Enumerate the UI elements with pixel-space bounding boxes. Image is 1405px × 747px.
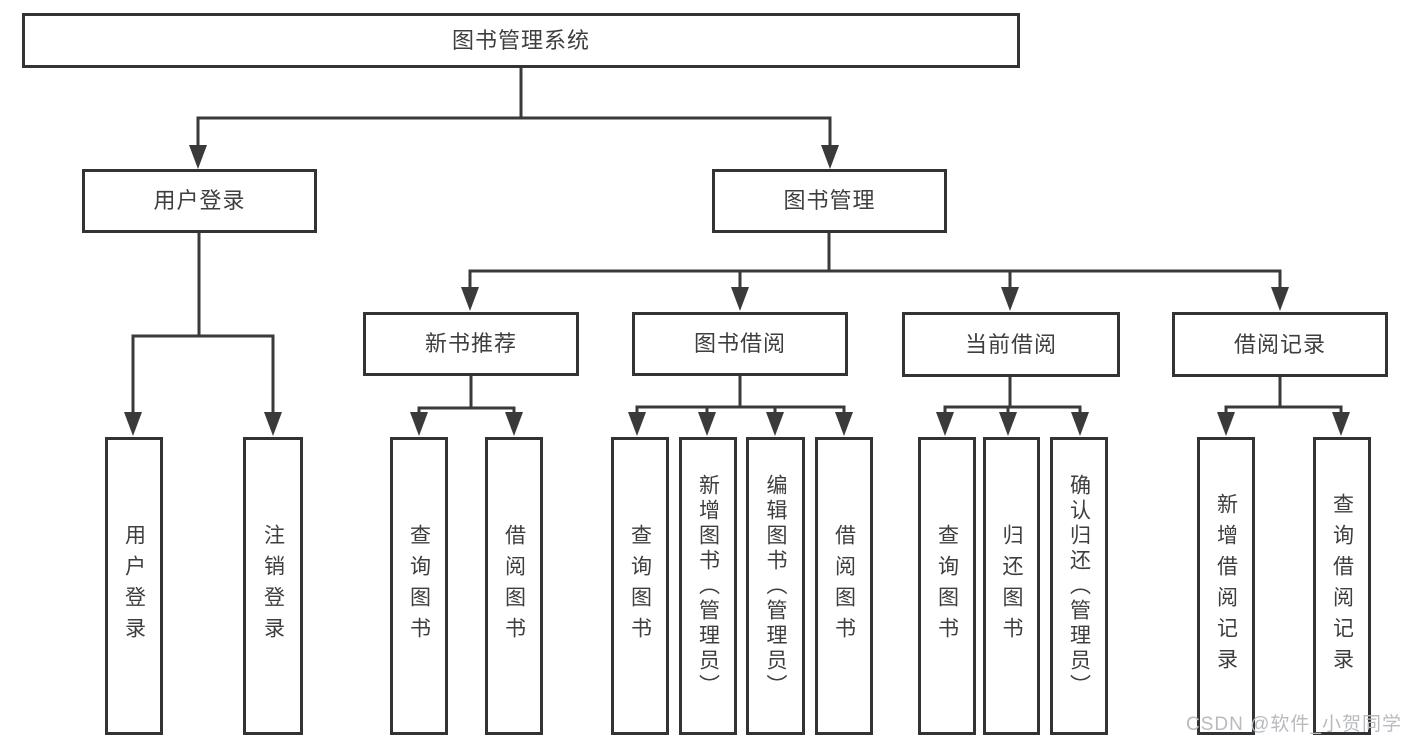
connector-3-arrowhead-0 (410, 412, 428, 436)
connector-4-arrowhead-1 (698, 412, 716, 436)
node-book-mgmt: 图书管理 (712, 169, 947, 233)
connector-1-arrowhead-0 (124, 412, 142, 436)
node-book-borrow: 图书借阅 (632, 312, 848, 376)
node-borrow-records-label: 借阅记录 (1233, 331, 1326, 357)
node-user-login-leaf: 用户登录 (105, 437, 163, 735)
node-root: 图书管理系统 (22, 13, 1020, 68)
node-query-books-current-label: 查询图书 (935, 524, 959, 648)
node-query-books-rec: 查询图书 (390, 437, 448, 735)
node-borrow-books-borrow: 借阅图书 (815, 437, 873, 735)
node-confirm-return-admin: 确认归还（管理员） (1050, 437, 1108, 735)
connector-2-arrowhead-1 (731, 287, 749, 311)
connector-6-arrowhead-0 (1217, 412, 1235, 436)
node-query-borrow-record-label: 查询借阅记录 (1330, 493, 1354, 679)
node-add-borrow-record: 新增借阅记录 (1197, 437, 1255, 735)
node-borrow-books-rec-label: 借阅图书 (502, 524, 526, 648)
node-borrow-records: 借阅记录 (1172, 312, 1388, 377)
node-query-books-borrow-label: 查询图书 (628, 524, 652, 648)
node-query-books-borrow: 查询图书 (611, 437, 669, 735)
node-query-books-rec-label: 查询图书 (407, 524, 431, 648)
node-borrow-books-rec: 借阅图书 (485, 437, 543, 735)
connector-2-arrowhead-0 (461, 287, 479, 311)
node-add-books-admin: 新增图书（管理员） (679, 437, 737, 735)
node-confirm-return-admin-label: 确认归还（管理员） (1067, 473, 1091, 699)
node-new-book-rec-label: 新书推荐 (424, 331, 517, 356)
connector-3-arrowhead-1 (505, 412, 523, 436)
node-edit-books-admin-label: 编辑图书（管理员） (764, 473, 787, 699)
node-logout-leaf-label: 注销登录 (261, 524, 285, 648)
node-new-book-rec: 新书推荐 (363, 312, 579, 376)
node-query-books-current: 查询图书 (918, 437, 976, 735)
node-return-books-label: 归还图书 (1000, 524, 1023, 648)
node-logout-leaf: 注销登录 (243, 437, 303, 735)
node-user-login-label: 用户登录 (153, 188, 246, 213)
connector-2-arrowhead-3 (1271, 287, 1289, 311)
node-edit-books-admin: 编辑图书（管理员） (746, 437, 805, 735)
connector-5-arrowhead-1 (999, 412, 1017, 436)
connector-4-arrowhead-3 (835, 412, 853, 436)
node-current-borrow-label: 当前借阅 (964, 331, 1057, 357)
node-book-borrow-label: 图书借阅 (693, 331, 786, 356)
connector-2-arrowhead-2 (1001, 287, 1019, 311)
node-borrow-books-borrow-label: 借阅图书 (832, 524, 856, 648)
node-user-login-leaf-label: 用户登录 (122, 524, 146, 648)
connector-5-arrowhead-2 (1071, 412, 1089, 436)
connector-1-arrowhead-1 (264, 412, 282, 436)
connector-4-arrowhead-2 (766, 412, 784, 436)
watermark: CSDN @软件_小贺同学 (1186, 714, 1402, 735)
node-book-mgmt-label: 图书管理 (783, 188, 876, 213)
node-add-borrow-record-label: 新增借阅记录 (1214, 493, 1238, 679)
connector-5-arrowhead-0 (936, 412, 954, 436)
connector-6-arrowhead-1 (1332, 412, 1350, 436)
node-return-books: 归还图书 (983, 437, 1040, 735)
node-add-books-admin-label: 新增图书（管理员） (696, 473, 720, 699)
connector-4-arrowhead-0 (628, 412, 646, 436)
connector-0-arrowhead-1 (821, 145, 839, 169)
node-user-login: 用户登录 (82, 169, 317, 233)
connector-0-arrowhead-0 (189, 145, 207, 169)
node-query-borrow-record: 查询借阅记录 (1313, 437, 1371, 735)
node-current-borrow: 当前借阅 (902, 312, 1120, 377)
node-root-label: 图书管理系统 (451, 27, 590, 53)
